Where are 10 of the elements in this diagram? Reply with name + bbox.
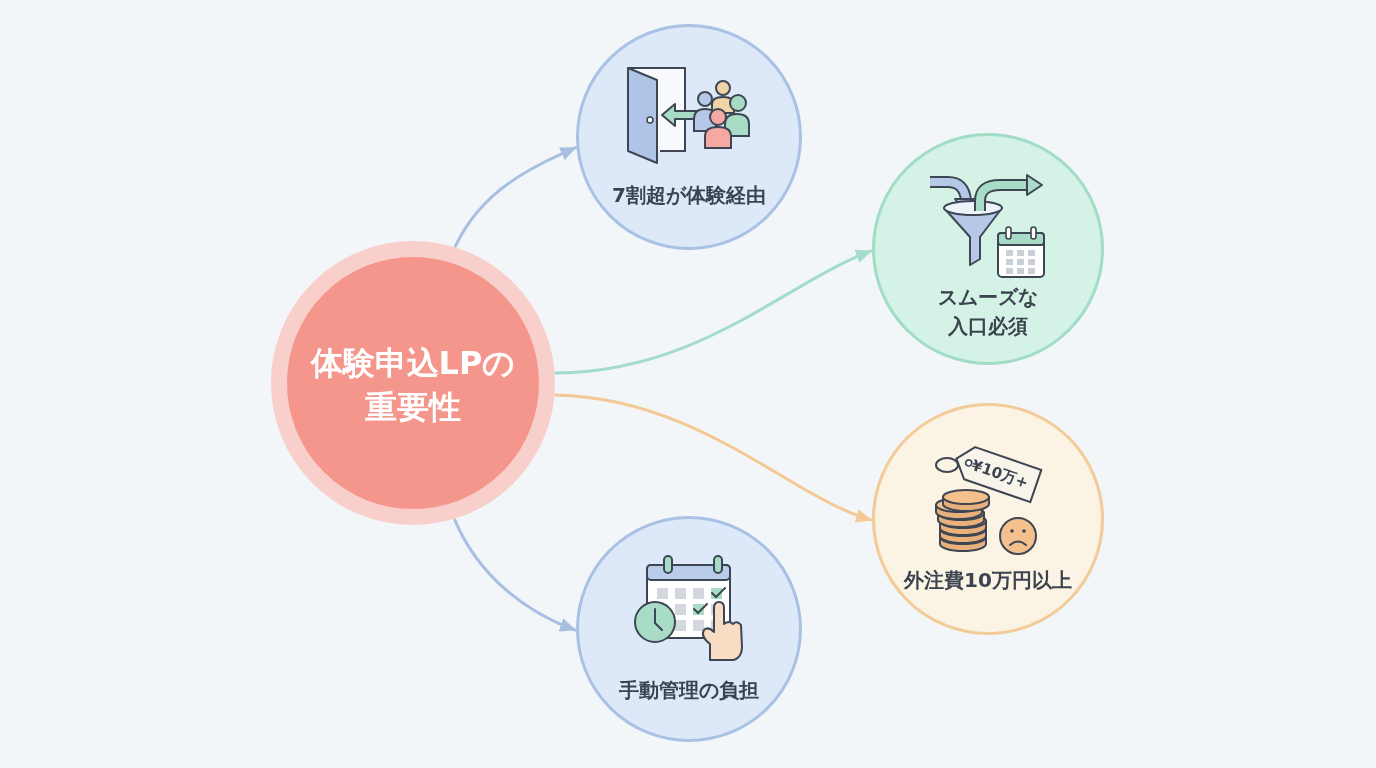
price-tag-text: ¥10万+: [968, 454, 1032, 494]
arrow: [554, 393, 873, 522]
arrow: [554, 249, 873, 375]
topic-label: 手動管理の負担: [619, 677, 759, 703]
main-topic-label: 体験申込LPの重要性: [309, 343, 517, 428]
topic-label: 7割超が体験経由: [612, 182, 766, 208]
arrow: [453, 146, 577, 248]
topic-label: 外注費10万円以上: [904, 567, 1072, 593]
arrow: [453, 518, 577, 632]
topic-label: スムーズな入口必須: [937, 284, 1039, 340]
